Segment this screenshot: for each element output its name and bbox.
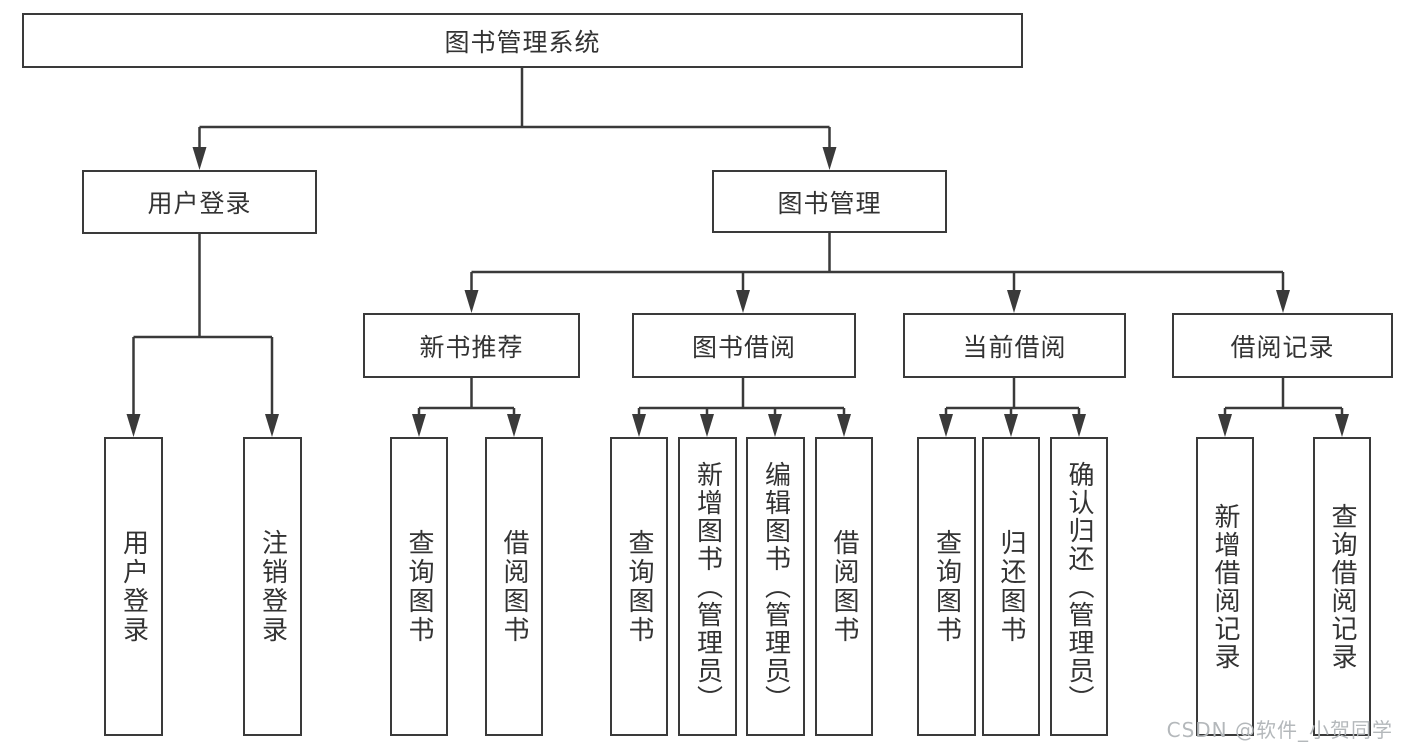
leaf-borrow-books: 借阅图书 bbox=[485, 437, 543, 736]
leaf-user-login: 用户登录 bbox=[104, 437, 163, 736]
leaf-label: 查询图书 bbox=[931, 528, 962, 645]
leaf-logout: 注销登录 bbox=[243, 437, 302, 736]
leaf-label: 用户登录 bbox=[118, 528, 149, 645]
node-book-borrow: 图书借阅 bbox=[632, 313, 856, 378]
leaf-return-books: 归还图书 bbox=[982, 437, 1040, 736]
leaf-label: 新增图书（管理员） bbox=[692, 460, 723, 713]
leaf-borrow-books: 借阅图书 bbox=[815, 437, 873, 736]
node-new-book-recommend: 新书推荐 bbox=[363, 313, 580, 378]
leaf-query-books: 查询图书 bbox=[390, 437, 448, 736]
leaf-label: 归还图书 bbox=[996, 528, 1026, 645]
leaf-label: 查询图书 bbox=[404, 528, 434, 645]
leaf-label: 注销登录 bbox=[257, 528, 288, 645]
leaf-query-books: 查询图书 bbox=[917, 437, 976, 736]
leaf-label: 查询图书 bbox=[624, 528, 654, 645]
leaf-label: 查询借阅记录 bbox=[1327, 502, 1357, 671]
leaf-confirm-return-admin: 确认归还（管理员） bbox=[1050, 437, 1108, 736]
leaf-label: 编辑图书（管理员） bbox=[760, 460, 791, 713]
node-current-borrow: 当前借阅 bbox=[903, 313, 1126, 378]
leaf-label: 确认归还（管理员） bbox=[1064, 460, 1094, 713]
leaf-query-books: 查询图书 bbox=[610, 437, 668, 736]
leaf-add-books-admin: 新增图书（管理员） bbox=[678, 437, 737, 736]
leaf-label: 借阅图书 bbox=[829, 528, 859, 645]
node-borrow-records: 借阅记录 bbox=[1172, 313, 1393, 378]
node-library-management-system: 图书管理系统 bbox=[22, 13, 1023, 68]
leaf-label: 借阅图书 bbox=[499, 528, 529, 645]
node-user-login: 用户登录 bbox=[82, 170, 317, 234]
leaf-query-borrow-record: 查询借阅记录 bbox=[1313, 437, 1371, 736]
node-book-management: 图书管理 bbox=[712, 170, 947, 233]
leaf-label: 新增借阅记录 bbox=[1210, 502, 1240, 671]
csdn-watermark: CSDN @软件_小贺同学 bbox=[1166, 718, 1393, 742]
leaf-add-borrow-record: 新增借阅记录 bbox=[1196, 437, 1254, 736]
leaf-edit-books-admin: 编辑图书（管理员） bbox=[746, 437, 805, 736]
